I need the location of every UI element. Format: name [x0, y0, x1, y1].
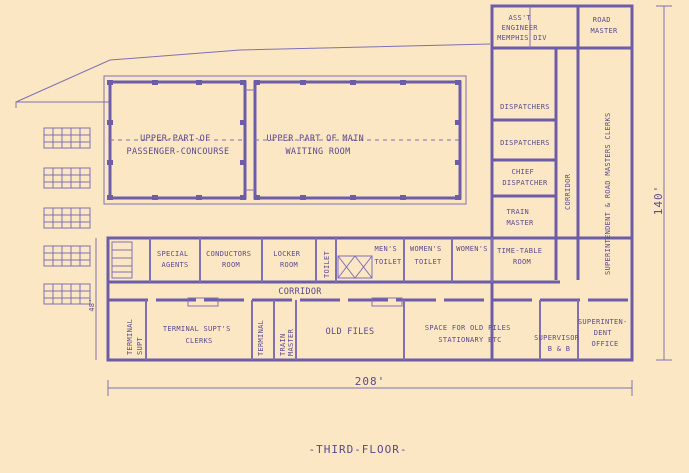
asst-engineer-label: ASS'T ENGINEER MEMPHIS DIV: [497, 14, 547, 42]
vertical-corridor-label: CORRIDOR: [564, 173, 572, 210]
south-partitions: [145, 300, 579, 360]
womens-toilet-label: WOMEN'S TOILET: [410, 245, 446, 266]
north-partitions: [149, 238, 493, 282]
womens-label: WOMEN'S: [456, 245, 488, 253]
superintendent-office-label: SUPERINTEN- DENT OFFICE: [578, 318, 632, 348]
chief-dispatcher-label: CHIEF DISPATCHER: [502, 168, 548, 187]
supervisor-label: SUPERVISOR B & B: [534, 334, 584, 353]
waiting-room-label: UPPER PART OF MAIN WAITING ROOM: [267, 134, 370, 157]
locker-room-label: LOCKER ROOM: [273, 250, 305, 269]
special-agents-label: SPECIAL AGENTS: [157, 250, 193, 269]
main-corridor-label: CORRIDOR: [278, 287, 322, 297]
stair: [111, 241, 133, 279]
elevator: [337, 255, 373, 279]
stair-2: [187, 297, 403, 307]
road-master-label: ROAD MASTER: [590, 16, 618, 35]
skylight-grids: [43, 127, 91, 305]
time-table-room-label: TIME-TABLE ROOM: [497, 247, 547, 266]
depth-dimension-label: 140': [652, 185, 665, 216]
toilet-label: TOILET: [323, 250, 331, 278]
concourse-label: UPPER-PART-OF PASSENGER-CONCOURSE: [127, 134, 230, 157]
site-outline: [15, 43, 491, 108]
conductors-room-label: CONDUCTORS ROOM: [206, 250, 256, 269]
terminal-supt-label: TERMINAL SUPT: [126, 314, 144, 355]
terminal-train-master-label-2: TRAIN MASTER: [279, 328, 295, 356]
mens-toilet-label: MEN'S TOILET: [374, 245, 402, 266]
old-files-label: OLD FILES: [326, 327, 375, 337]
terminal-supts-clerks-label: TERMINAL SUPT'S CLERKS: [163, 325, 235, 345]
columns: [107, 80, 461, 200]
upper-outline: [103, 75, 467, 205]
dispatchers-1-label: DISPATCHERS: [500, 103, 550, 111]
floor-title: -THIRD-FLOOR-: [308, 443, 407, 456]
width-dimension-label: 208': [355, 375, 386, 388]
dimension-lines: [95, 5, 672, 396]
wing-dimension-label: 48': [88, 298, 96, 312]
train-master-label: TRAIN MASTER: [506, 208, 534, 227]
terminal-train-master-label: TERMINAL: [257, 320, 265, 356]
dispatchers-2-label: DISPATCHERS: [500, 139, 550, 147]
superintendent-clerks-label: SUPERINTENDENT & ROAD MASTERS CLERKS: [604, 112, 612, 275]
stationary-label: SPACE FOR OLD FILES STATIONARY ETC: [425, 324, 515, 344]
